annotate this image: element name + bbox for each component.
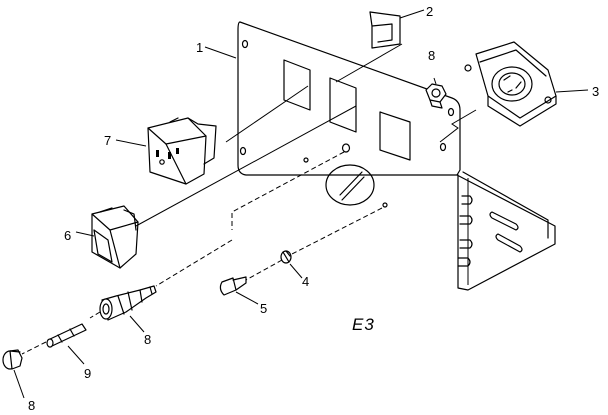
part-3-twist-lock-receptacle [464,41,557,127]
callout-leaders [13,9,589,399]
part-5-screw [219,276,247,296]
callout-6: 6 [64,228,71,243]
callout-3: 3 [592,84,599,99]
part-4-lock-washer [280,250,292,264]
callout-5: 5 [260,301,267,316]
callout-9: 9 [84,366,91,381]
part-7-outlet [147,117,217,185]
part-8-nut-top [425,83,447,109]
part-9-fuse [46,323,87,348]
figure-label: E3 [352,315,375,334]
callout-4: 4 [302,274,309,289]
callout-8-bottom: 8 [28,398,35,413]
mounting-bracket-panel [237,21,556,291]
callout-7: 7 [104,133,111,148]
assembly-guide-lines [21,43,477,355]
callout-8-top: 8 [428,48,435,63]
part-2-clip [369,11,401,49]
part-8-fuse-holder [99,285,157,321]
part-6-rocker-switch [91,205,139,269]
part-8-cap-bottom [2,349,23,370]
callout-1: 1 [196,40,203,55]
callout-2: 2 [426,4,433,19]
callout-8-middle: 8 [144,332,151,347]
